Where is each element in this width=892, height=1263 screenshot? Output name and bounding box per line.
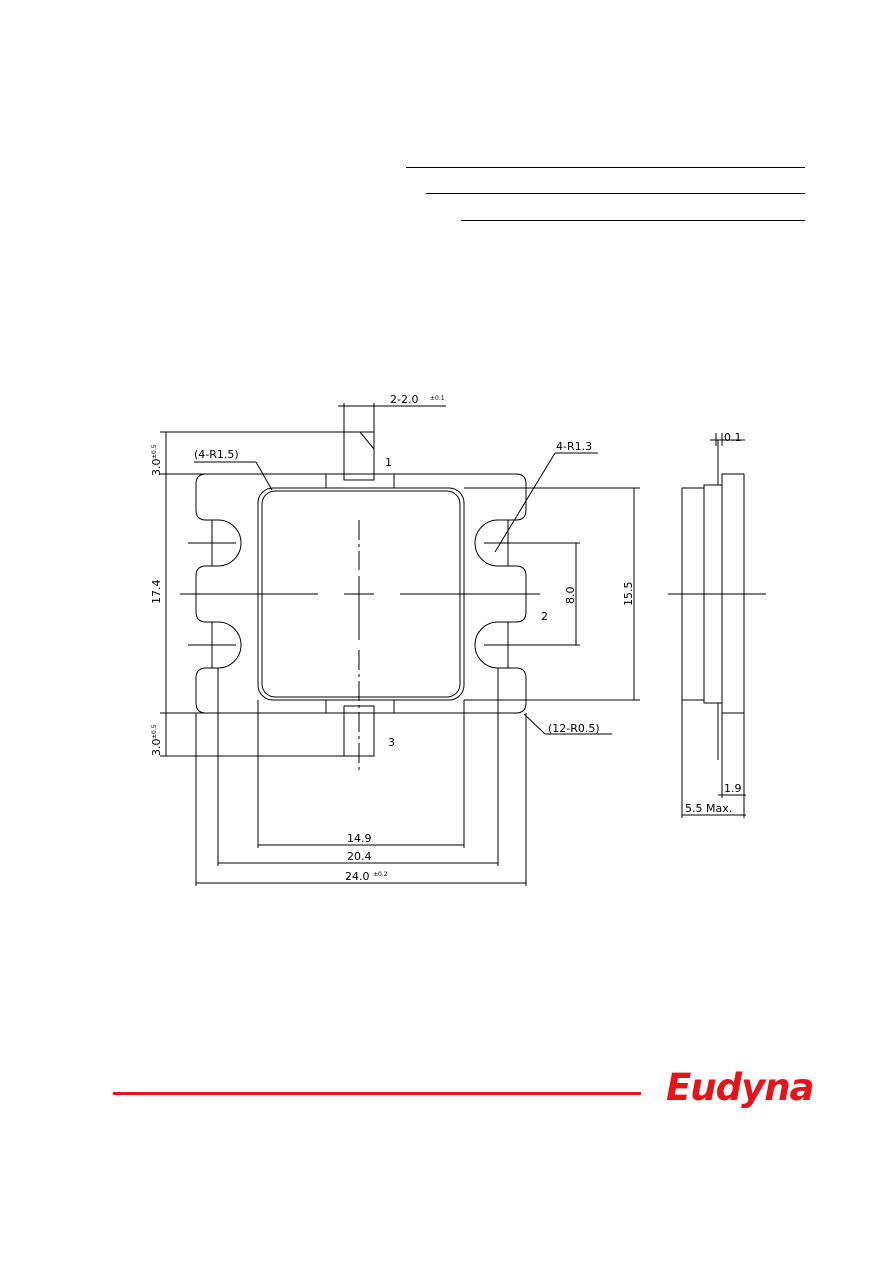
total-height-label: 5.5 Max. [685, 802, 732, 815]
flange-thickness-label: 1.9 [724, 782, 742, 795]
pin-1-label: 1 [385, 456, 392, 469]
header-rule-3 [461, 220, 805, 221]
lead-length-top-label: 3.0 [150, 459, 163, 477]
lead-frame-top [325, 473, 395, 489]
body-height-label: 15.5 [622, 582, 635, 607]
lead-width-tol: ±0.1 [430, 395, 445, 402]
body-width-label: 14.9 [347, 832, 372, 845]
footer-red-rule [113, 1092, 641, 1095]
flange-outline [195, 473, 527, 714]
lead-frame-bottom [325, 699, 395, 714]
eudyna-logo: Eudyna [666, 1066, 815, 1109]
lead-top [343, 431, 375, 481]
lead-thickness-label: 0.1 [724, 431, 742, 444]
slot-radius-label: 4-R1.3 [556, 440, 592, 453]
body-corner-radius-label: (4-R1.5) [194, 448, 239, 461]
total-width-tol: ±0.2 [373, 871, 388, 878]
pin-3-label: 3 [388, 736, 395, 749]
lead-width-label: 2-2.0 [390, 393, 418, 406]
lead-length-top-tol: ±0.5 [151, 444, 158, 459]
header-rule-2 [426, 193, 805, 194]
outer-radius-label: (12-R0.5) [548, 722, 600, 735]
pin-2-label: 2 [541, 610, 548, 623]
header-rule-1 [406, 167, 805, 168]
lead-length-bottom-tol: ±0.5 [151, 724, 158, 739]
lead-length-bottom-label: 3.0 [150, 739, 163, 757]
total-width-label: 24.0 [345, 870, 370, 883]
flange-height-label: 17.4 [150, 580, 163, 605]
slot-pitch-label: 8.0 [564, 587, 577, 605]
slot-width-label: 20.4 [347, 850, 372, 863]
